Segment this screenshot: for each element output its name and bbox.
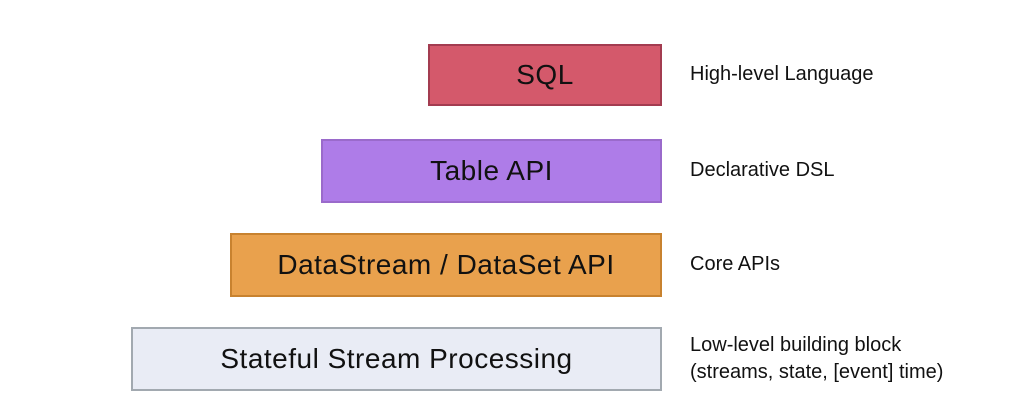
layer-box-table-api: Table API — [321, 139, 662, 203]
layer-box-sql: SQL — [428, 44, 662, 106]
annotation-high-level-language: High-level Language — [690, 61, 873, 88]
annotation-line: Low-level building block — [690, 334, 902, 356]
annotation-line: Declarative DSL — [690, 159, 835, 181]
annotation-line: Core APIs — [690, 253, 781, 275]
layer-label-stateful-stream-processing: Stateful Stream Processing — [220, 343, 573, 374]
layer-label-sql: SQL — [516, 59, 574, 90]
annotation-line: High-level Language — [690, 63, 874, 85]
layer-box-stateful-stream-processing: Stateful Stream Processing — [131, 327, 662, 391]
annotation-low-level-building-block: Low-level building block (streams, state… — [690, 332, 943, 386]
annotation-line: (streams, state, [event] time) — [690, 361, 944, 383]
annotation-core-apis: Core APIs — [690, 251, 780, 278]
layer-label-datastream-dataset-api: DataStream / DataSet API — [277, 249, 615, 280]
layer-box-datastream-dataset-api: DataStream / DataSet API — [230, 233, 662, 297]
layer-label-table-api: Table API — [430, 155, 553, 186]
annotation-declarative-dsl: Declarative DSL — [690, 157, 835, 184]
